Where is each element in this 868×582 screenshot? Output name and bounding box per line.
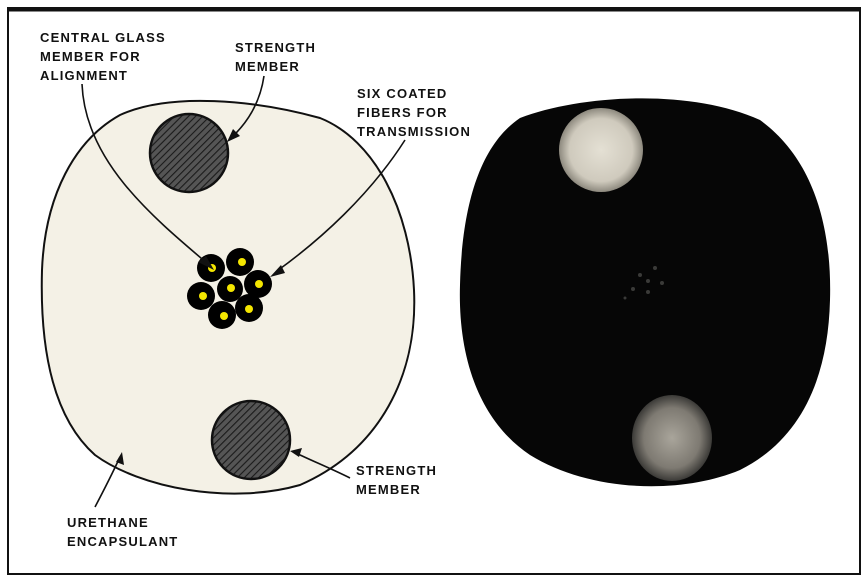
photo-fiber-speck	[660, 281, 664, 285]
fiber-core	[199, 292, 207, 300]
photo-strength-member-top	[559, 108, 643, 192]
six-fibers-label-line-3: TRANSMISSION	[357, 124, 471, 139]
photo-fiber-speck	[631, 287, 635, 291]
fiber-core	[255, 280, 263, 288]
central-glass-core	[227, 284, 235, 292]
photo-fiber-speck	[624, 297, 627, 300]
strength-bottom-label-line-1: STRENGTH	[356, 463, 437, 478]
strength-bottom-label-line-2: MEMBER	[356, 482, 421, 497]
six-fibers-label-line-1: SIX COATED	[357, 86, 448, 101]
fiber-core	[238, 258, 246, 266]
six-fibers-label-line-2: FIBERS FOR	[357, 105, 448, 120]
central-glass-label-line-1: CENTRAL GLASS	[40, 30, 166, 45]
fiber-core	[220, 312, 228, 320]
strength-top-label-line-1: STRENGTH	[235, 40, 316, 55]
strength-member-bottom	[212, 401, 290, 479]
photo-fiber-speck	[646, 279, 650, 283]
urethane-label-line-1: URETHANE	[67, 515, 149, 530]
cable-end-photo	[460, 98, 830, 486]
photo-fiber-speck	[638, 273, 642, 277]
photo-fiber-speck	[646, 290, 650, 294]
photo-fiber-speck	[653, 266, 657, 270]
central-glass-label-line-3: ALIGNMENT	[40, 68, 128, 83]
photo-strength-member-bottom	[632, 395, 712, 481]
fiber-core	[245, 305, 253, 313]
strength-top-label-line-2: MEMBER	[235, 59, 300, 74]
urethane-label-line-2: ENCAPSULANT	[67, 534, 178, 549]
strength-member-top	[150, 114, 228, 192]
central-glass-label-line-2: MEMBER FOR	[40, 49, 141, 64]
